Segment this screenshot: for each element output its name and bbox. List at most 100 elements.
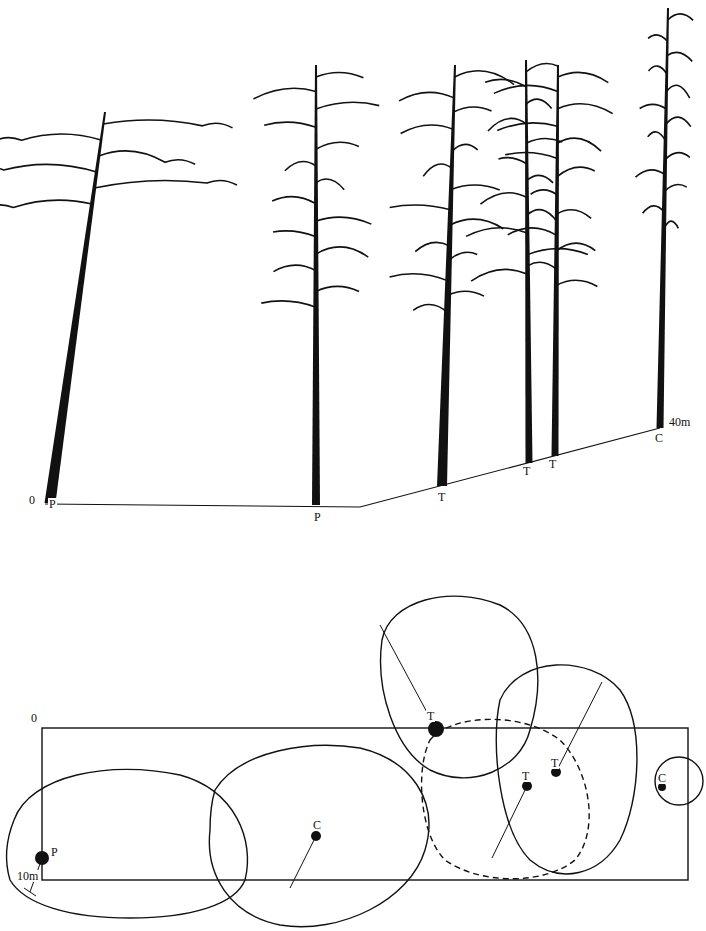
tree-branch xyxy=(285,161,316,170)
tree-label: 0 xyxy=(30,712,38,724)
ground-line xyxy=(45,428,660,507)
tree-branch xyxy=(316,217,371,224)
tree-branch xyxy=(471,269,527,281)
tree-branch xyxy=(273,231,316,237)
tree-branch xyxy=(666,85,689,98)
tree-branch xyxy=(94,180,237,188)
tree-branch xyxy=(448,291,484,296)
tree-branch xyxy=(454,107,492,112)
tree-trunk xyxy=(525,60,533,463)
tree-branch xyxy=(494,85,558,93)
tree-branch xyxy=(497,123,557,130)
tree-position-dot xyxy=(35,721,666,865)
tree-branch xyxy=(455,71,514,85)
tree-branch xyxy=(664,221,679,229)
tree-branch xyxy=(0,164,97,172)
tree-label: T xyxy=(426,710,435,722)
tree-branch xyxy=(451,185,499,190)
tree-trunk xyxy=(312,65,320,505)
tree-branch xyxy=(316,142,359,149)
tree-label: P xyxy=(50,846,59,858)
tree-branch xyxy=(261,301,316,307)
tree-branch xyxy=(390,274,449,281)
tree-branch xyxy=(648,132,666,141)
crown-outline xyxy=(7,769,248,918)
tree-branch xyxy=(488,118,527,130)
tree-branch xyxy=(0,200,92,209)
tree-branch xyxy=(665,153,690,160)
tree-branch xyxy=(413,304,447,312)
tree-label: C xyxy=(654,432,664,444)
radius-line xyxy=(24,625,602,896)
tree-label: 0 xyxy=(28,494,36,506)
tree-trunk xyxy=(45,112,107,503)
tree-branch xyxy=(273,265,316,271)
tree-branch xyxy=(556,280,597,286)
tree-branch xyxy=(449,252,477,260)
tree-profiles xyxy=(0,8,693,505)
tree-branch xyxy=(667,52,692,61)
tree-label: C xyxy=(657,772,667,784)
plot-outline xyxy=(42,728,688,880)
tree-label: T xyxy=(522,465,531,477)
tree-branch xyxy=(527,175,553,183)
tree-branch xyxy=(316,247,368,257)
tree-label: T xyxy=(550,757,559,769)
tree-branch xyxy=(0,134,101,142)
tree-branch xyxy=(316,72,363,77)
tree-branch xyxy=(557,243,596,251)
tree-branch xyxy=(668,14,693,21)
tree-branch xyxy=(399,92,454,101)
tree-branch xyxy=(103,120,232,128)
tree-branch xyxy=(526,99,551,108)
tree-branch xyxy=(390,205,451,210)
tree-branch xyxy=(558,72,608,82)
tree-branch xyxy=(401,125,453,133)
crown-outline xyxy=(496,665,637,874)
tree-branch xyxy=(272,197,316,204)
tree-label: P xyxy=(313,511,322,523)
tree-branch xyxy=(643,206,664,213)
crown-outline xyxy=(209,745,429,926)
tree-branch xyxy=(415,242,449,251)
crown-outline xyxy=(655,757,703,805)
tree-branch xyxy=(526,64,558,72)
tree-branch xyxy=(264,122,316,127)
tree-branch xyxy=(640,104,666,108)
tree-branch xyxy=(316,286,359,291)
tree-trunk xyxy=(437,65,456,486)
tree-label: P xyxy=(48,498,57,510)
tree-label: T xyxy=(521,770,530,782)
tree-branch xyxy=(557,167,595,177)
tree-branch xyxy=(505,153,557,159)
tree-branch xyxy=(316,179,344,190)
crown-projection xyxy=(7,596,703,927)
tree-branch xyxy=(665,184,687,191)
tree-branch xyxy=(508,228,557,235)
tree-label: T xyxy=(437,491,446,503)
tree-branch xyxy=(527,210,557,222)
tree-branch xyxy=(253,88,316,99)
tree-trunk xyxy=(552,65,560,456)
tree-branch xyxy=(452,144,477,151)
tree-branch xyxy=(558,104,613,114)
tree-branch xyxy=(316,102,379,109)
crown-outline xyxy=(422,719,590,878)
tree-trunk xyxy=(657,8,670,428)
tree-branch xyxy=(480,193,527,204)
tree-branch xyxy=(498,158,526,164)
tree-branch xyxy=(99,151,195,164)
tree-branch xyxy=(666,117,691,127)
tree-branch xyxy=(423,164,452,176)
tree-branch xyxy=(557,210,591,219)
crown-outline xyxy=(381,596,538,778)
tree-label: 40m xyxy=(668,416,691,428)
tree-branch xyxy=(648,35,667,41)
tree-branch xyxy=(528,262,556,269)
tree-branch xyxy=(531,190,557,195)
tree-branch xyxy=(466,228,527,237)
tree-branch xyxy=(636,170,665,177)
tree-label: C xyxy=(312,819,322,831)
tree-branch xyxy=(557,138,601,151)
